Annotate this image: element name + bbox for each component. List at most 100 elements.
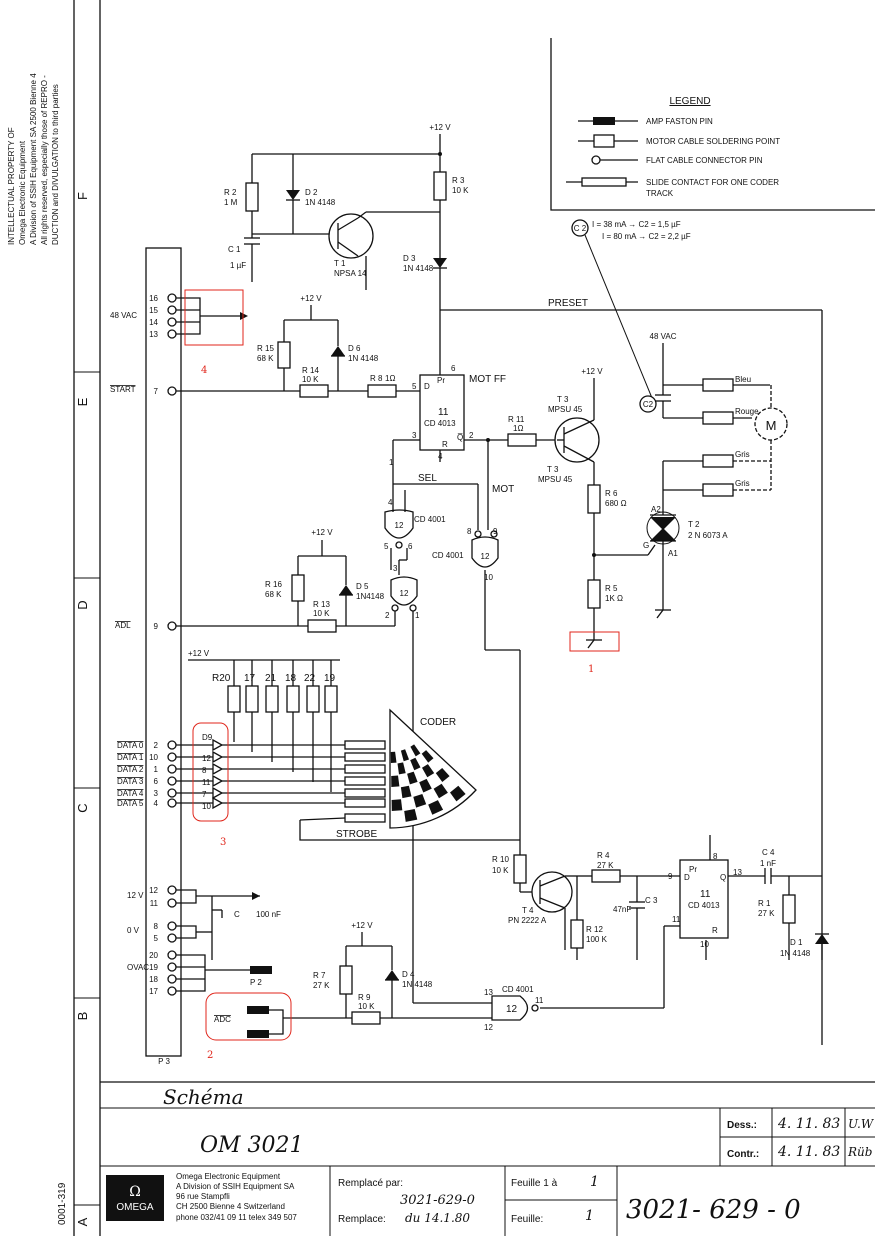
svg-text:R 2: R 2 [224, 188, 237, 197]
gate-nor-bottom [491, 995, 529, 1021]
svg-text:R 15: R 15 [257, 344, 274, 353]
svg-text:PN 2222 A: PN 2222 A [508, 916, 547, 925]
svg-text:9: 9 [154, 622, 159, 631]
resistor-r14 [299, 384, 329, 398]
svg-text:8: 8 [202, 766, 207, 775]
schema-label: Schéma [163, 1085, 244, 1109]
svg-text:1N 4148: 1N 4148 [402, 980, 433, 989]
legend-item-flat-cable: FLAT CABLE CONNECTOR PIN [646, 156, 763, 165]
svg-text:22: 22 [304, 673, 316, 684]
svg-text:3021-629-0: 3021-629-0 [400, 1193, 475, 1208]
buffer-gate [212, 750, 224, 764]
svg-text:11: 11 [150, 899, 159, 908]
pin-start: START 7 [110, 385, 300, 396]
svg-text:CH 2500 Bienne 4 Switzerland: CH 2500 Bienne 4 Switzerland [176, 1202, 285, 1211]
svg-text:Pr: Pr [437, 376, 445, 385]
triac-t2 [650, 517, 676, 530]
svg-text:9: 9 [493, 527, 498, 536]
svg-text:C: C [234, 910, 240, 919]
resistor-r9 [351, 1011, 381, 1025]
zone-label-f: F [75, 192, 90, 200]
svg-text:12: 12 [149, 886, 158, 895]
svg-text:11: 11 [202, 778, 211, 787]
svg-text:Feuille:: Feuille: [511, 1214, 543, 1225]
zone-label-e: E [75, 397, 90, 406]
svg-text:Feuille 1 à: Feuille 1 à [511, 1178, 558, 1189]
coder-segment [397, 762, 406, 775]
svg-text:OVAC: OVAC [127, 963, 149, 972]
coder-segment [404, 809, 418, 822]
coder-segment [428, 800, 444, 815]
coder: CODER [389, 708, 477, 829]
svg-text:10 K: 10 K [492, 866, 509, 875]
svg-text:100 K: 100 K [586, 935, 608, 944]
svg-text:R 9: R 9 [358, 993, 371, 1002]
resistor-r3 [433, 171, 447, 201]
data-pin [167, 798, 177, 808]
svg-text:+12 V: +12 V [429, 123, 451, 132]
coder-segment [390, 751, 397, 763]
slide-contact [344, 740, 386, 750]
svg-text:M: M [766, 418, 777, 433]
svg-text:U.W: U.W [848, 1117, 875, 1131]
coder-segment [433, 783, 448, 799]
svg-text:4: 4 [154, 799, 159, 808]
svg-text:6: 6 [408, 542, 413, 551]
svg-text:12 V: 12 V [127, 891, 144, 900]
svg-text:19: 19 [324, 673, 336, 684]
svg-text:27 K: 27 K [758, 909, 775, 918]
svg-text:CODER: CODER [420, 717, 456, 728]
slide-contact [344, 776, 386, 786]
svg-text:OMEGA: OMEGA [116, 1202, 154, 1213]
coder-segment [410, 744, 421, 757]
svg-text:Remplacé par:: Remplacé par: [338, 1178, 403, 1189]
resistor-r7 [339, 965, 353, 995]
svg-text:Gris: Gris [735, 450, 750, 459]
svg-text:SEL: SEL [418, 473, 437, 484]
svg-text:R 14: R 14 [302, 366, 319, 375]
motor-wire-rouge [702, 411, 734, 425]
svg-text:R 3: R 3 [452, 176, 465, 185]
svg-text:D 1: D 1 [790, 938, 803, 947]
svg-text:68 K: 68 K [257, 354, 274, 363]
data-label: DATA 4 [117, 789, 144, 798]
buffer-gate [212, 738, 224, 752]
svg-text:11: 11 [700, 889, 711, 900]
resistor-r5 [587, 579, 601, 609]
c2-note-line2: I = 80 mA → C2 = 2,2 µF [602, 232, 691, 241]
coder-segment [410, 757, 421, 771]
svg-text:12: 12 [395, 521, 404, 530]
svg-text:1 M: 1 M [224, 198, 238, 207]
svg-text:68 K: 68 K [265, 590, 282, 599]
svg-text:1N 4148: 1N 4148 [780, 949, 811, 958]
svg-text:C 4: C 4 [762, 848, 775, 857]
strobe-line: STROBE [299, 813, 520, 841]
svg-text:A2: A2 [651, 505, 661, 514]
svg-text:Remplace:: Remplace: [338, 1214, 386, 1225]
legend-item-faston: AMP FASTON PIN [646, 117, 713, 126]
svg-text:+12 V: +12 V [188, 649, 210, 658]
svg-text:+12 V: +12 V [300, 294, 322, 303]
svg-text:CD 4013: CD 4013 [688, 901, 720, 910]
svg-text:C 1: C 1 [228, 245, 241, 254]
svg-text:D: D [684, 873, 690, 882]
svg-text:1: 1 [585, 1208, 594, 1224]
property-note-line3: A Division of SSIH Equipment SA 2500 Bie… [29, 73, 38, 245]
svg-text:R 12: R 12 [586, 925, 603, 934]
svg-text:7: 7 [154, 387, 159, 396]
adl-network: ADL 9 +12 V R 16 68 K D 5 1N4148 R 13 10… [115, 528, 395, 633]
zone-label-a: A [75, 1217, 90, 1226]
svg-text:27 K: 27 K [313, 981, 330, 990]
svg-text:100 nF: 100 nF [256, 910, 281, 919]
svg-text:6: 6 [154, 777, 159, 786]
buffer-gate [212, 796, 224, 810]
data-pin [167, 776, 177, 786]
resistor-r15 [277, 341, 291, 369]
svg-text:680 Ω: 680 Ω [605, 499, 627, 508]
annotation-box-1 [569, 631, 620, 652]
legend-item-slide-contact-2: TRACK [646, 189, 674, 198]
buffer-gate [212, 774, 224, 788]
svg-text:C 3: C 3 [645, 896, 658, 905]
label-48vac-left: 48 VAC [110, 311, 137, 320]
